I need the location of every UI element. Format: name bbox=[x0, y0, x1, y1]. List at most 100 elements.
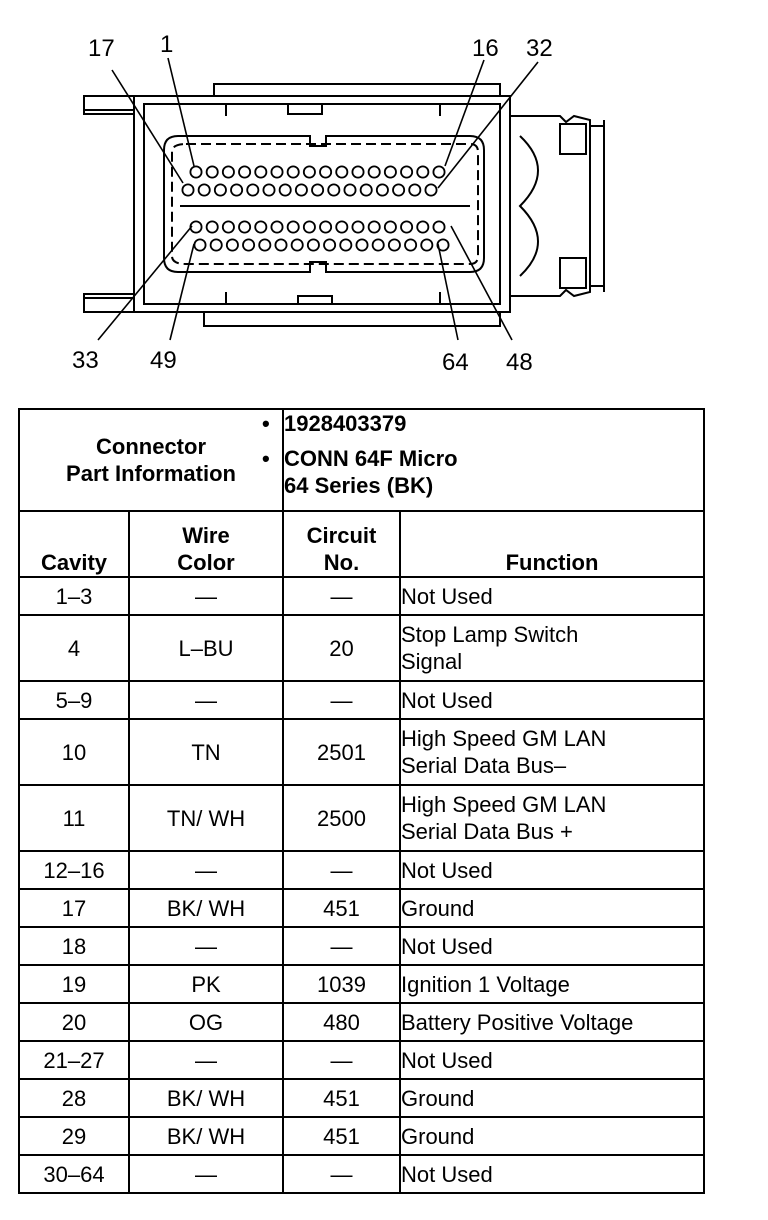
pin-hole bbox=[351, 165, 365, 179]
wire-color-cell: BK/ WH bbox=[128, 1078, 284, 1118]
circuit-cell: — bbox=[282, 926, 401, 966]
pin-hole bbox=[230, 183, 244, 197]
pin-hole bbox=[400, 220, 414, 234]
function-cell: Not Used bbox=[399, 576, 705, 616]
table-row: 21–27——Not Used bbox=[18, 1040, 705, 1080]
part-info-header-line: Part Information bbox=[66, 461, 236, 486]
pin-callout-49: 49 bbox=[150, 347, 177, 374]
pin-hole bbox=[400, 165, 414, 179]
leader-lines bbox=[97, 57, 539, 341]
pin-hole bbox=[221, 165, 235, 179]
pin-hole bbox=[205, 165, 219, 179]
pin-hole bbox=[367, 220, 381, 234]
pin-hole bbox=[306, 238, 320, 252]
pin-hole bbox=[424, 183, 438, 197]
pin-callout-64: 64 bbox=[442, 349, 469, 376]
circuit-cell: 451 bbox=[282, 1116, 401, 1156]
function-cell: Ground bbox=[399, 888, 705, 928]
pin-hole bbox=[262, 183, 276, 197]
column-header-function: Function bbox=[399, 510, 705, 578]
column-header-wire-color: Wire Color bbox=[128, 510, 284, 578]
column-header-row: Cavity Wire Color Circuit No. Function bbox=[18, 510, 705, 578]
pin-hole bbox=[392, 183, 406, 197]
function-line: Not Used bbox=[401, 1161, 493, 1187]
pin-hole bbox=[270, 220, 284, 234]
circuit-cell: — bbox=[282, 576, 401, 616]
pin-hole bbox=[294, 183, 308, 197]
connector-diagram: 17 1 16 32 33 49 64 48 bbox=[72, 31, 605, 376]
wire-color-cell: — bbox=[128, 926, 284, 966]
wire-color-cell: — bbox=[128, 680, 284, 720]
column-header-cavity: Cavity bbox=[18, 510, 130, 578]
pin-hole bbox=[355, 238, 369, 252]
cavity-cell: 20 bbox=[18, 1002, 130, 1042]
function-line: Not Used bbox=[401, 857, 493, 883]
pin-callout-33: 33 bbox=[72, 347, 99, 374]
part-info-header-line: Connector bbox=[96, 434, 206, 459]
cavity-cell: 21–27 bbox=[18, 1040, 130, 1080]
cavity-cell: 17 bbox=[18, 888, 130, 928]
pin-hole bbox=[383, 220, 397, 234]
pin-hole bbox=[408, 183, 422, 197]
cavity-cell: 5–9 bbox=[18, 680, 130, 720]
wire-color-cell: — bbox=[128, 1154, 284, 1194]
pin-hole bbox=[278, 183, 292, 197]
function-cell: Ground bbox=[399, 1078, 705, 1118]
pin-hole bbox=[221, 220, 235, 234]
pin-callout-1: 1 bbox=[160, 31, 173, 58]
cavity-cell: 11 bbox=[18, 784, 130, 852]
pin-hole bbox=[339, 238, 353, 252]
pin-hole bbox=[359, 183, 373, 197]
circuit-cell: — bbox=[282, 850, 401, 890]
pin-hole bbox=[302, 165, 316, 179]
pin-hole bbox=[242, 238, 256, 252]
pin-hole bbox=[351, 220, 365, 234]
column-header-circuit-no: Circuit No. bbox=[282, 510, 401, 578]
cavity-cell: 18 bbox=[18, 926, 130, 966]
pin-hole bbox=[290, 238, 304, 252]
connector-description: CONN 64F Micro 64 Series (BK) bbox=[262, 445, 703, 499]
function-cell: Not Used bbox=[399, 850, 705, 890]
pin-hole bbox=[343, 183, 357, 197]
function-line: Not Used bbox=[401, 1047, 493, 1073]
cavity-cell: 19 bbox=[18, 964, 130, 1004]
pin-hole bbox=[270, 165, 284, 179]
pin-hole bbox=[213, 183, 227, 197]
pin-hole bbox=[371, 238, 385, 252]
function-line: Battery Positive Voltage bbox=[401, 1009, 634, 1035]
part-info-list: 1928403379 CONN 64F Micro 64 Series (BK) bbox=[262, 408, 705, 512]
circuit-cell: 1039 bbox=[282, 964, 401, 1004]
cavity-cell: 1–3 bbox=[18, 576, 130, 616]
pin-hole bbox=[302, 220, 316, 234]
pin-hole bbox=[254, 220, 268, 234]
table-row: 5–9——Not Used bbox=[18, 680, 705, 720]
cavity-cell: 30–64 bbox=[18, 1154, 130, 1194]
wire-color-cell: TN bbox=[128, 718, 284, 786]
pin-hole bbox=[286, 165, 300, 179]
wire-color-cell: L–BU bbox=[128, 614, 284, 682]
pin-hole bbox=[189, 165, 203, 179]
wire-color-cell: BK/ WH bbox=[128, 1116, 284, 1156]
wire-color-cell: TN/ WH bbox=[128, 784, 284, 852]
cavity-cell: 12–16 bbox=[18, 850, 130, 890]
pin-hole bbox=[387, 238, 401, 252]
function-line: Not Used bbox=[401, 933, 493, 959]
pin-hole bbox=[383, 165, 397, 179]
pin-hole bbox=[404, 238, 418, 252]
pin-hole bbox=[238, 165, 252, 179]
pin-hole bbox=[205, 220, 219, 234]
pin-hole bbox=[319, 165, 333, 179]
cavity-cell: 28 bbox=[18, 1078, 130, 1118]
wire-color-cell: BK/ WH bbox=[128, 888, 284, 928]
circuit-cell: 20 bbox=[282, 614, 401, 682]
pin-hole bbox=[225, 238, 239, 252]
function-line: Not Used bbox=[401, 583, 493, 609]
function-cell: Not Used bbox=[399, 926, 705, 966]
pin-hole bbox=[258, 238, 272, 252]
pin-hole bbox=[416, 220, 430, 234]
circuit-cell: 480 bbox=[282, 1002, 401, 1042]
circuit-cell: — bbox=[282, 1040, 401, 1080]
